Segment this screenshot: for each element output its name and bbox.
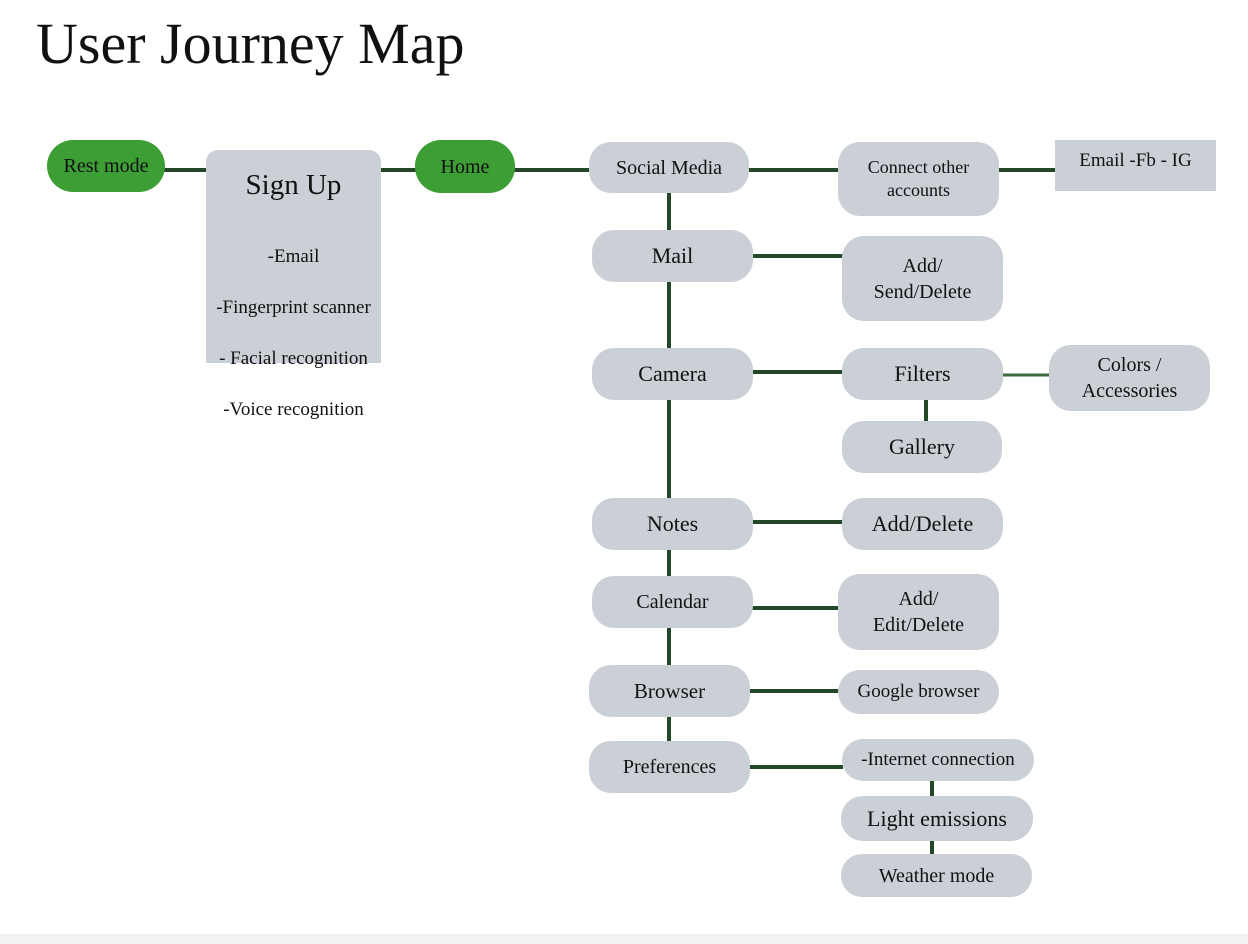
node-google-browser: Google browser [838, 670, 999, 714]
node-filters-label: Filters [894, 361, 951, 386]
node-mail: Mail [592, 230, 753, 282]
node-google-browser-label: Google browser [857, 681, 980, 702]
node-colors-accessories-label: Colors / Accessories [1081, 354, 1178, 402]
node-rest-mode: Rest mode [47, 140, 165, 192]
node-notes-label: Notes [646, 511, 699, 536]
node-connect-other-accounts: Connect other accounts [838, 142, 999, 216]
node-internet-connection-label: -Internet connection [861, 749, 1015, 770]
node-rest-mode-label: Rest mode [63, 155, 149, 177]
node-home: Home [415, 140, 515, 193]
node-preferences-label: Preferences [622, 756, 717, 778]
node-sign-up-line: -Fingerprint scanner [216, 296, 371, 318]
node-gallery-label: Gallery [889, 434, 955, 459]
node-browser: Browser [589, 665, 750, 717]
node-social-media: Social Media [589, 142, 749, 193]
node-sign-up-line: -Voice recognition [223, 398, 364, 420]
node-social-media-label: Social Media [615, 156, 723, 179]
node-connect-other-accounts-label: Connect other accounts [867, 157, 970, 200]
node-camera: Camera [592, 348, 753, 400]
node-email-fb-ig: Email -Fb - IG [1055, 140, 1216, 191]
node-sign-up: Sign Up -Email -Fingerprint scanner - Fa… [206, 150, 381, 420]
node-home-label: Home [440, 155, 490, 178]
node-mail-actions: Add/ Send/Delete [842, 236, 1003, 321]
node-notes-actions-label: Add/Delete [871, 511, 974, 536]
node-weather-mode: Weather mode [841, 854, 1032, 897]
node-filters: Filters [842, 348, 1003, 400]
node-light-emissions-label: Light emissions [867, 805, 1007, 831]
node-calendar-actions-label: Add/ Edit/Delete [872, 588, 965, 636]
node-calendar-actions: Add/ Edit/Delete [838, 574, 999, 650]
node-calendar-label: Calendar [636, 591, 709, 613]
node-internet-connection: -Internet connection [842, 739, 1034, 781]
node-sign-up-title: Sign Up [245, 169, 342, 201]
node-camera-label: Camera [638, 361, 707, 386]
node-mail-label: Mail [651, 243, 694, 268]
node-colors-accessories: Colors / Accessories [1049, 345, 1210, 411]
page-title: User Journey Map [36, 11, 465, 76]
bottom-strip [0, 934, 1248, 944]
node-gallery: Gallery [842, 421, 1002, 473]
node-calendar: Calendar [592, 576, 753, 628]
node-sign-up-line: - Facial recognition [219, 347, 368, 369]
node-sign-up-line: -Email [267, 245, 320, 267]
node-email-fb-ig-label: Email -Fb - IG [1079, 150, 1192, 171]
node-notes-actions: Add/Delete [842, 498, 1003, 550]
node-browser-label: Browser [633, 679, 706, 703]
node-mail-actions-label: Add/ Send/Delete [873, 254, 972, 303]
node-light-emissions: Light emissions [841, 796, 1033, 841]
node-weather-mode-label: Weather mode [878, 864, 995, 887]
node-preferences: Preferences [589, 741, 750, 793]
node-notes: Notes [592, 498, 753, 550]
